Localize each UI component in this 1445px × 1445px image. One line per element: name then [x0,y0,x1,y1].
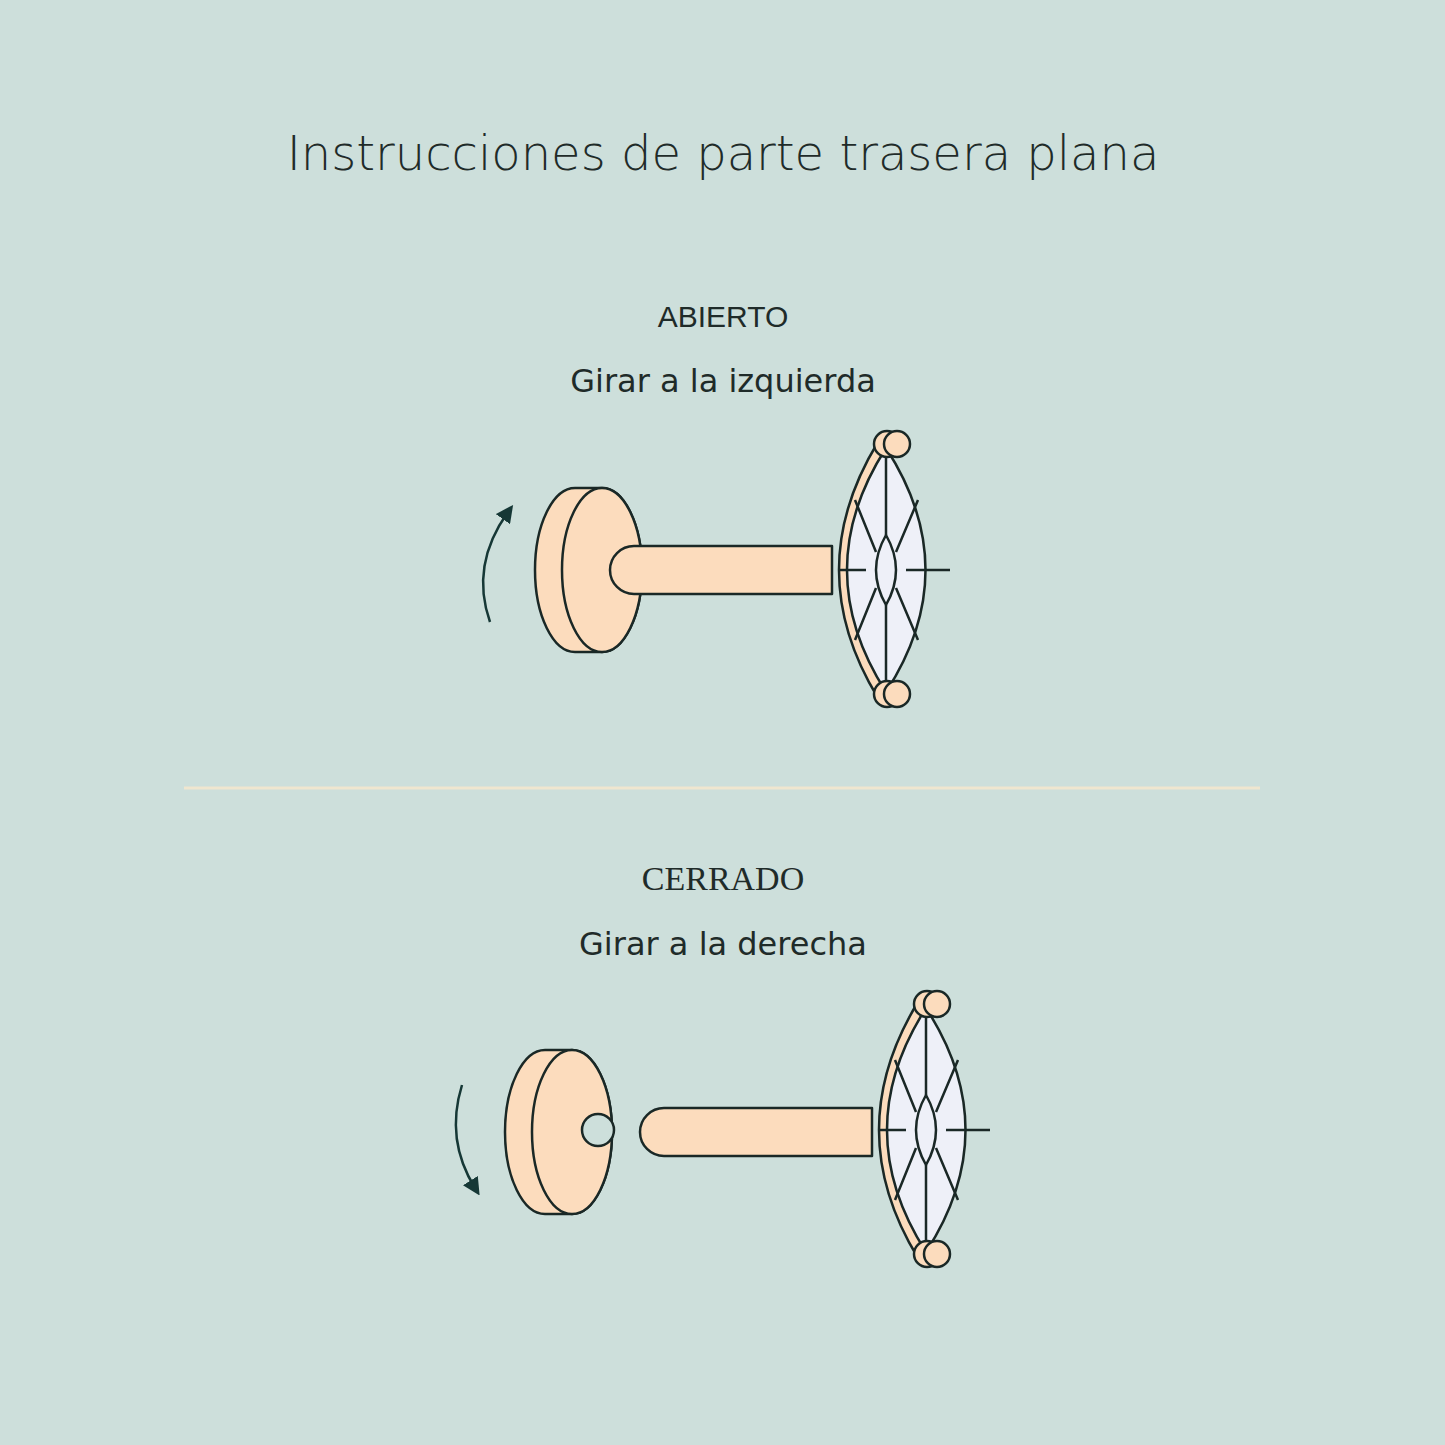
instruction-text: Girar a la izquierda [570,362,876,400]
state-heading: CERRADO [642,860,804,898]
instruction-text: Girar a la derecha [579,925,867,963]
title: Instrucciones de parte trasera plana [287,125,1160,181]
earring-open [483,431,950,707]
state-heading: ABIERTO [658,300,789,334]
divider-line [184,787,1260,790]
earring-closed [456,991,990,1267]
